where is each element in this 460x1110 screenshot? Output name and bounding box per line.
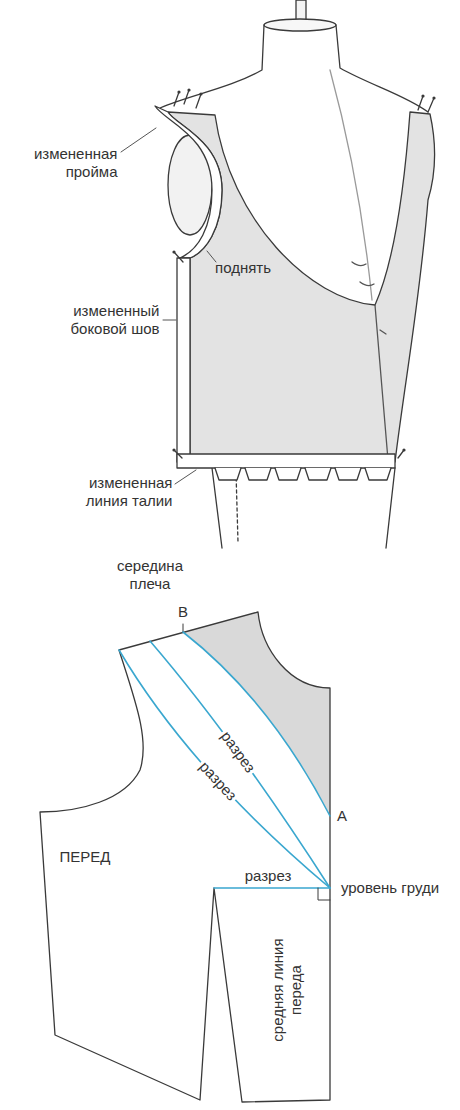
cut-label: разрез [245, 867, 292, 885]
reference-label: средняя линия переда [269, 934, 305, 1046]
right-angle-mark [318, 888, 330, 900]
form-center-line [330, 70, 372, 300]
shoulder-mark [183, 624, 184, 632]
part-label: измененная пройма [13, 145, 118, 181]
waist-tabs [215, 468, 391, 480]
cut-label: разрез [215, 726, 259, 778]
shaded-area [183, 612, 330, 816]
part-label: измененный боковой шов [55, 302, 160, 338]
side-seam-strip [177, 258, 190, 462]
reference-label: уровень груди [341, 879, 439, 897]
waist-band [177, 454, 395, 468]
point-label: середина плеча [110, 557, 190, 593]
form-outline [336, 25, 428, 112]
piece-label: ПЕРЕД [60, 848, 111, 866]
form-outline [160, 25, 264, 108]
pins [172, 88, 435, 458]
center-front-seam [375, 305, 388, 460]
point-letter: A [337, 807, 347, 825]
gathers [352, 262, 386, 334]
point-letter: B [178, 603, 188, 621]
cut-lines [119, 632, 330, 888]
front-pattern [40, 612, 330, 1102]
instruction-label: поднять [215, 259, 271, 277]
part-label: измененная линия талии [68, 474, 173, 510]
stitch-line [236, 472, 238, 542]
armhole-strip [155, 106, 222, 258]
form-neck-top [264, 19, 336, 31]
